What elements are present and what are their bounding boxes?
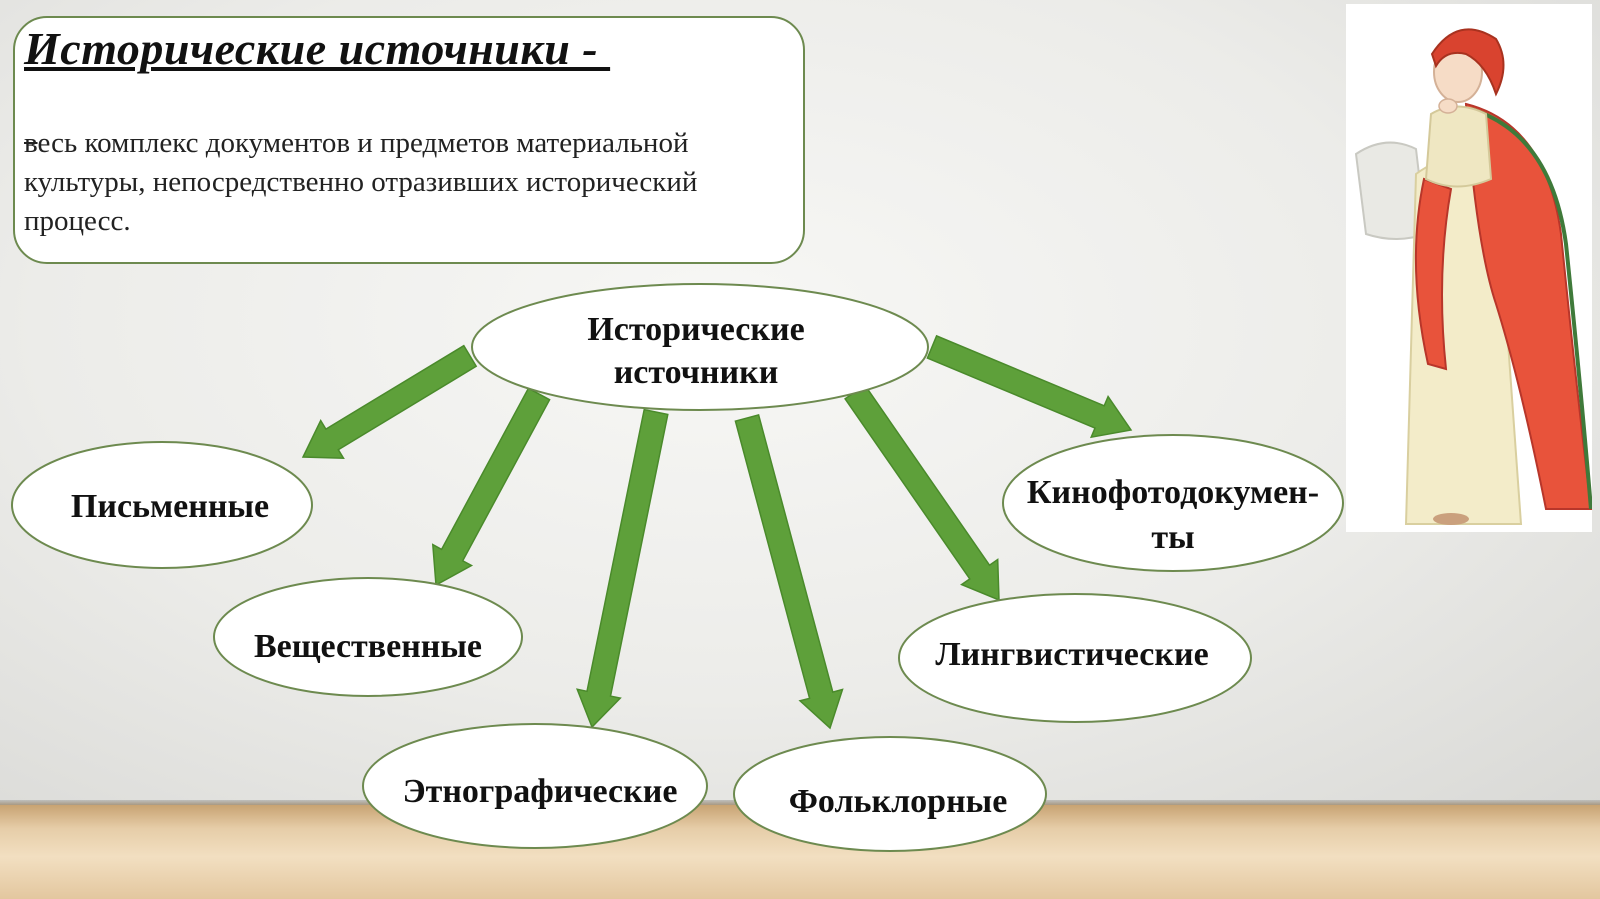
center-node: Исторические источники bbox=[471, 283, 929, 411]
muse-figure-illustration bbox=[1346, 4, 1593, 532]
arrows-group bbox=[301, 334, 1133, 730]
linguistic-label: Лингвистические bbox=[935, 636, 1208, 673]
film-photo-ellipse bbox=[1002, 434, 1344, 572]
node-linguistic: Лингвистические bbox=[898, 593, 1252, 723]
arrow-to-folklore bbox=[734, 413, 844, 730]
node-folklore: Фольклорные bbox=[733, 736, 1047, 852]
ethnographic-ellipse bbox=[362, 723, 708, 849]
definition-text: весь комплекс документов и предметов мат… bbox=[24, 124, 799, 241]
arrow-to-written bbox=[301, 344, 478, 459]
definition-body: есь комплекс документов и предметов мате… bbox=[24, 127, 698, 237]
muse-figure-icon bbox=[1354, 28, 1593, 525]
ethnographic-label: Этнографические bbox=[403, 773, 678, 810]
material-ellipse bbox=[213, 577, 523, 697]
film-photo-label-line-2: ты bbox=[1151, 519, 1194, 556]
film-photo-label-line-1: Кинофотодокумен- bbox=[1027, 474, 1319, 511]
folklore-ellipse bbox=[733, 736, 1047, 852]
folklore-label: Фольклорные bbox=[789, 783, 1008, 820]
node-film-photo: Кинофотодокумен- ты bbox=[1002, 434, 1344, 572]
node-material: Вещественные bbox=[213, 577, 523, 697]
struck-letter: в bbox=[24, 127, 38, 159]
written-ellipse bbox=[11, 441, 313, 569]
node-ethnographic: Этнографические bbox=[362, 723, 708, 849]
arrow-to-linguistic bbox=[844, 384, 1000, 602]
arrow-to-film-photo bbox=[926, 334, 1133, 439]
node-written: Письменные bbox=[11, 441, 313, 569]
center-ellipse bbox=[471, 283, 929, 411]
center-label-line-2: источники bbox=[614, 354, 779, 391]
arrow-to-ethnographic bbox=[575, 408, 669, 729]
linguistic-ellipse bbox=[898, 593, 1252, 723]
definition-title: Исторические источники - bbox=[24, 23, 611, 74]
center-label-line-1: Исторические bbox=[587, 311, 804, 348]
definition-box bbox=[13, 16, 805, 264]
material-label: Вещественные bbox=[254, 628, 482, 665]
written-label: Письменные bbox=[71, 488, 269, 525]
arrow-to-material bbox=[431, 387, 551, 587]
